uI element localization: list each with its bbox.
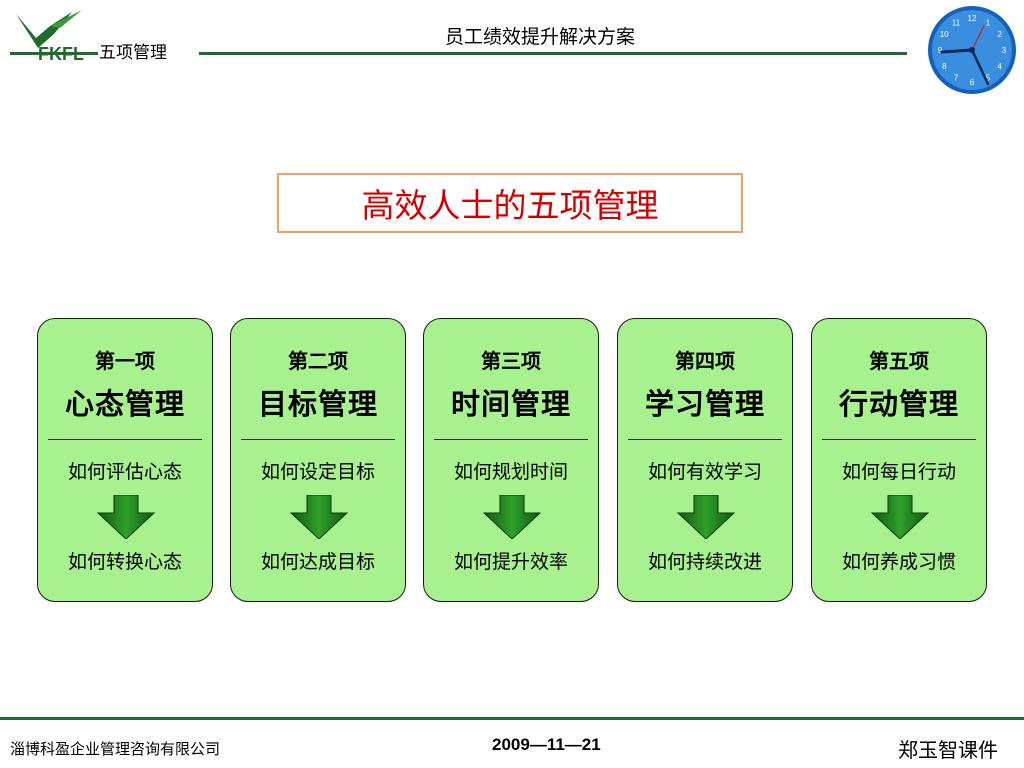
card-name: 学习管理 xyxy=(644,387,765,421)
card-question-2: 如何达成目标 xyxy=(260,551,375,573)
fkfl-logo: FKFL xyxy=(16,10,84,64)
header-rule-left xyxy=(10,52,98,55)
card-number: 第一项 xyxy=(95,349,155,373)
card-question-1: 如何评估心态 xyxy=(67,461,182,483)
footer-rule xyxy=(0,717,1024,720)
main-title: 高效人士的五项管理 xyxy=(277,173,743,233)
management-card: 第五项行动管理如何每日行动如何养成习惯 xyxy=(811,318,987,602)
clock-number: 11 xyxy=(952,18,961,27)
card-divider xyxy=(48,439,202,440)
header-rule xyxy=(199,52,907,55)
header-title: 员工绩效提升解决方案 xyxy=(444,26,635,48)
down-arrow-icon xyxy=(482,495,542,539)
card-question-1: 如何规划时间 xyxy=(453,461,568,483)
card-question-1: 如何设定目标 xyxy=(260,461,375,483)
management-card: 第一项心态管理如何评估心态如何转换心态 xyxy=(37,318,213,602)
footer-author: 郑玉智课件 xyxy=(898,738,998,762)
management-card: 第三项时间管理如何规划时间如何提升效率 xyxy=(423,318,599,602)
clock-number: 1 xyxy=(986,18,991,27)
card-number: 第四项 xyxy=(675,349,735,373)
clock-number: 5 xyxy=(986,74,991,83)
footer-date: 2009—11—21 xyxy=(492,735,601,754)
card-number: 第五项 xyxy=(869,349,929,373)
card-question-1: 如何每日行动 xyxy=(841,461,956,483)
down-arrow-icon xyxy=(676,495,736,539)
card-number: 第二项 xyxy=(288,349,348,373)
card-question-2: 如何养成习惯 xyxy=(841,551,956,573)
card-name: 目标管理 xyxy=(257,387,378,421)
management-card: 第二项目标管理如何设定目标如何达成目标 xyxy=(230,318,406,602)
card-divider xyxy=(241,439,395,440)
card-divider xyxy=(628,439,782,440)
down-arrow-icon xyxy=(96,495,156,539)
management-card: 第四项学习管理如何有效学习如何持续改进 xyxy=(617,318,793,602)
card-question-2: 如何转换心态 xyxy=(67,551,182,573)
card-number: 第三项 xyxy=(481,349,541,373)
down-arrow-icon xyxy=(289,495,349,539)
clock-number: 7 xyxy=(954,74,959,83)
card-divider xyxy=(822,439,976,440)
card-divider xyxy=(434,439,588,440)
card-question-1: 如何有效学习 xyxy=(647,461,762,483)
card-name: 时间管理 xyxy=(450,387,571,421)
clock-number: 6 xyxy=(970,78,975,87)
logo-subtitle: 五项管理 xyxy=(99,43,167,63)
clock-number: 12 xyxy=(968,14,977,23)
card-name: 心态管理 xyxy=(64,387,185,421)
clock-number: 4 xyxy=(997,62,1002,71)
card-question-2: 如何提升效率 xyxy=(453,551,568,573)
footer-company: 淄博科盈企业管理咨询有限公司 xyxy=(10,740,221,758)
clock-number: 9 xyxy=(938,46,943,55)
down-arrow-icon xyxy=(870,495,930,539)
clock-number: 10 xyxy=(940,30,949,39)
card-question-2: 如何持续改进 xyxy=(647,551,762,573)
clock-number: 2 xyxy=(997,30,1002,39)
clock-number: 8 xyxy=(942,62,947,71)
card-name: 行动管理 xyxy=(838,387,959,421)
clock-number: 3 xyxy=(1002,46,1007,55)
